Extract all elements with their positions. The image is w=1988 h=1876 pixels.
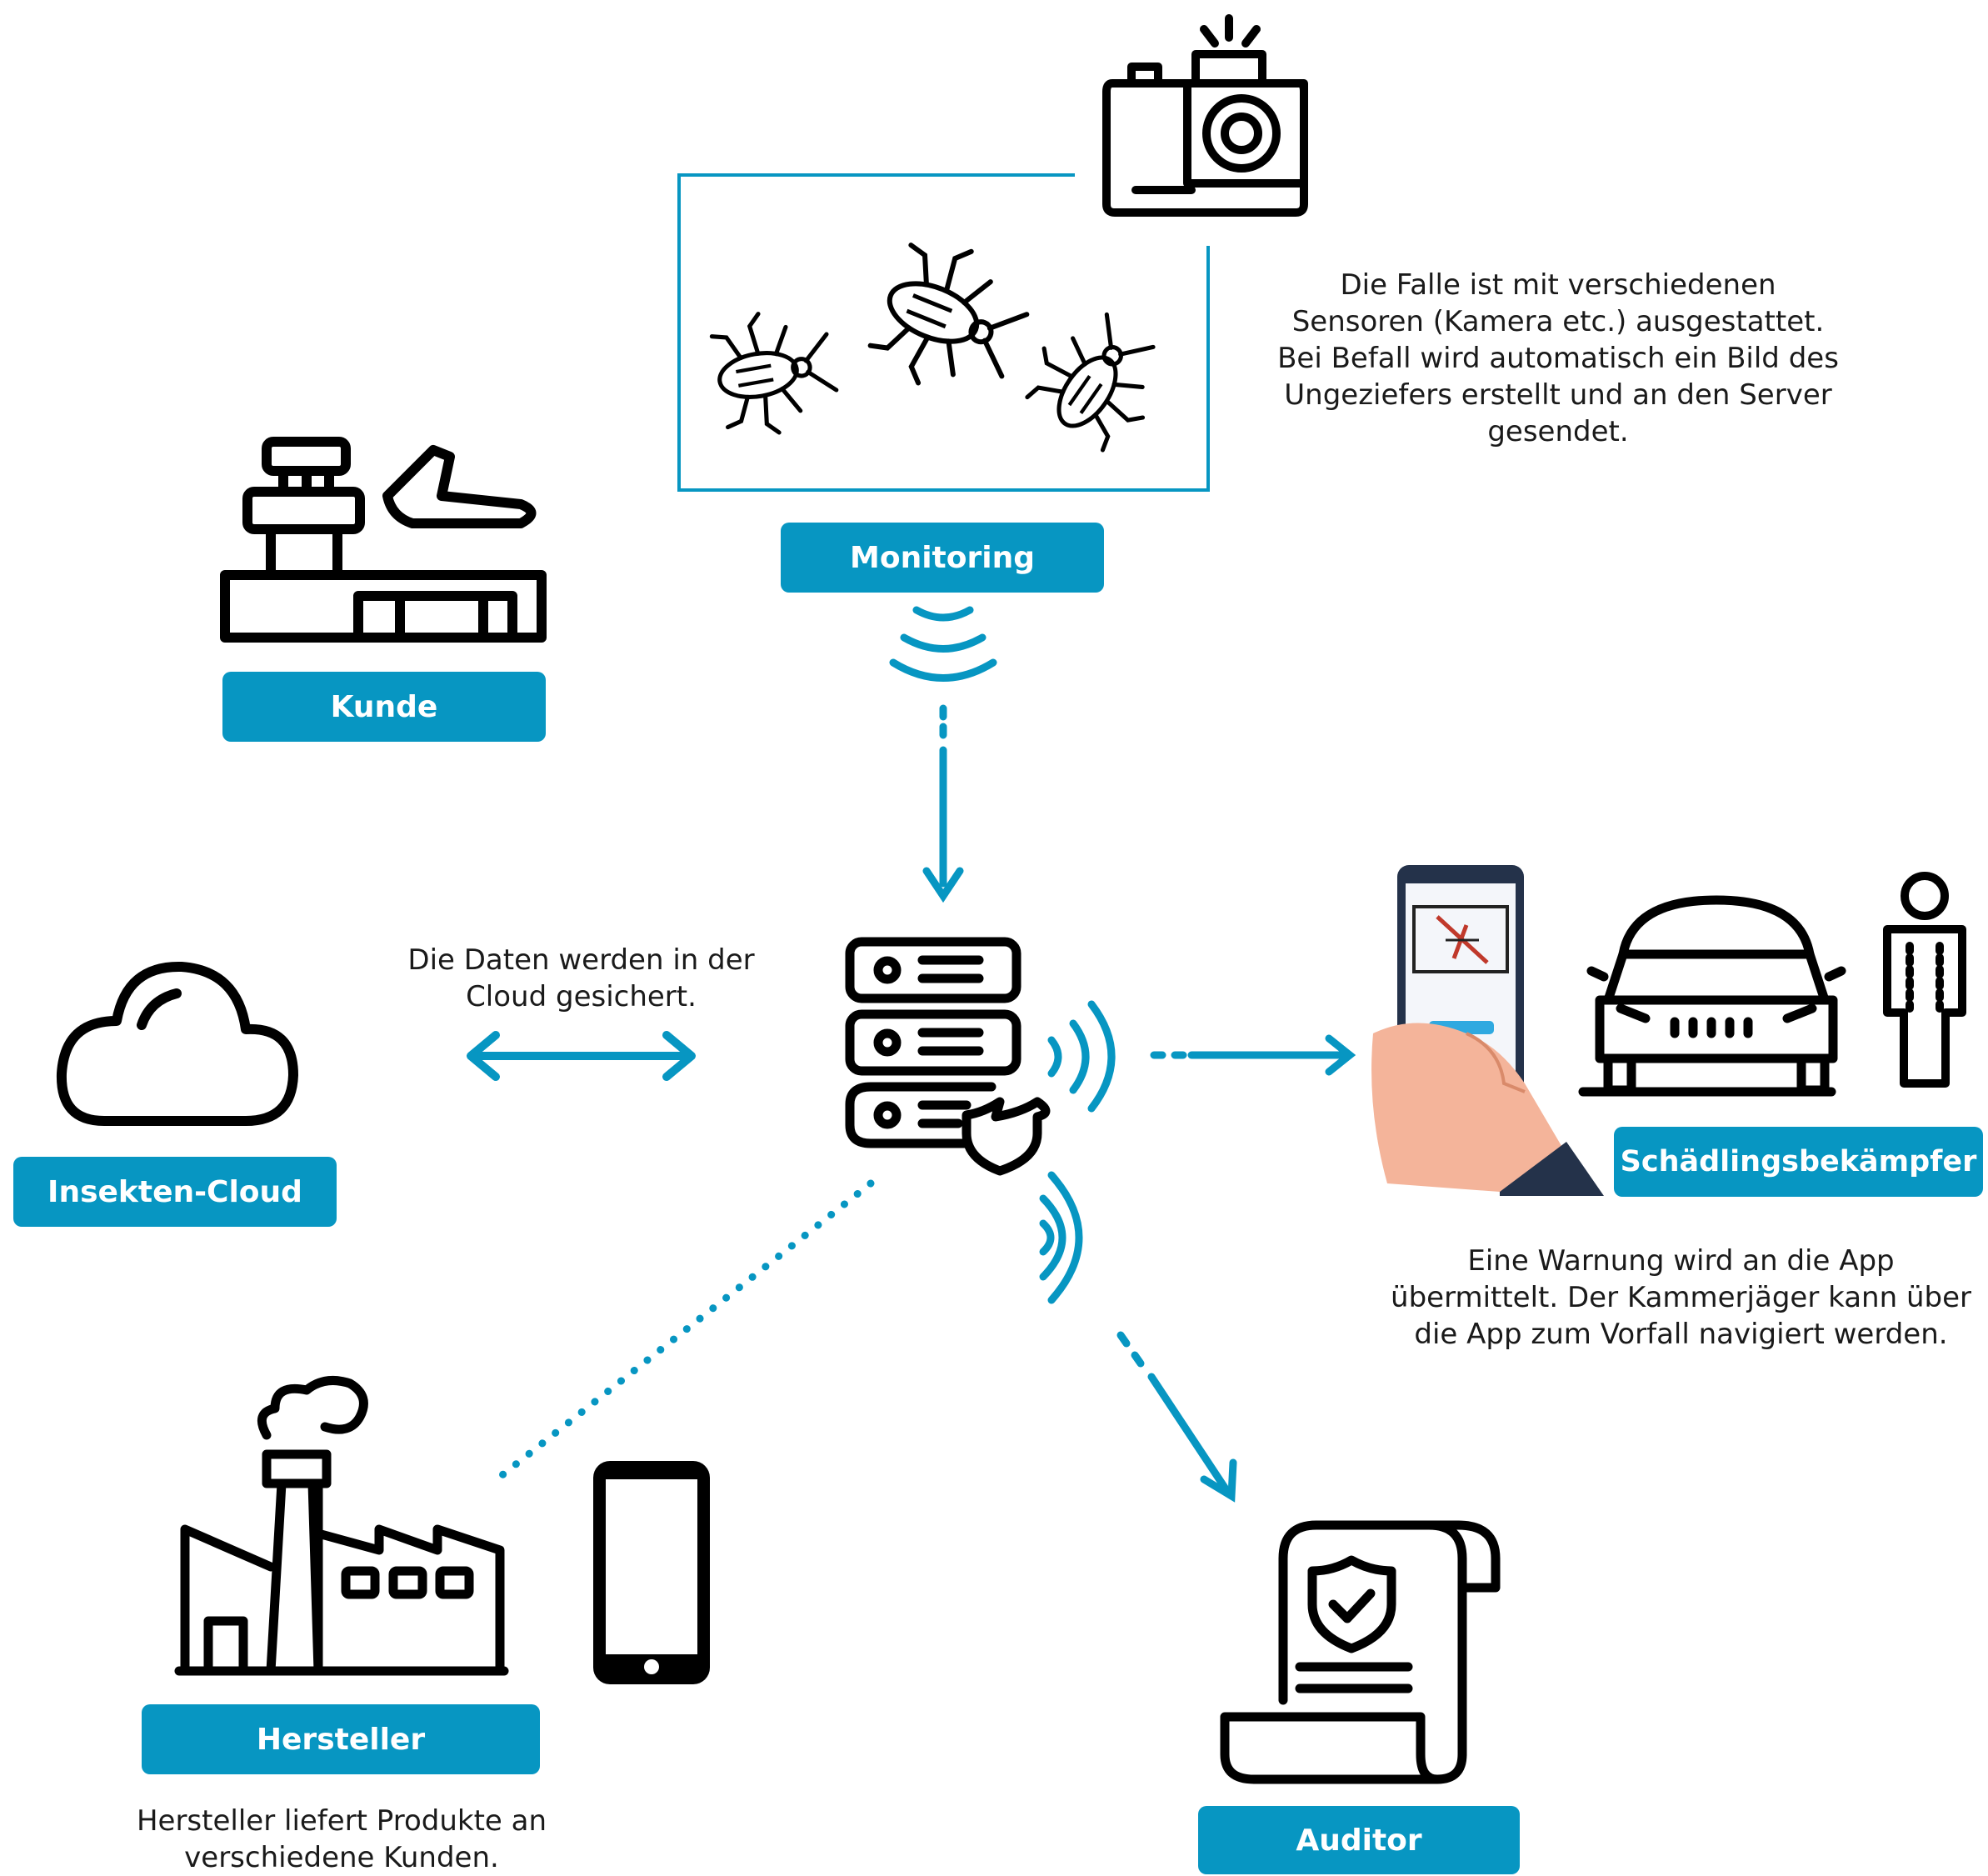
car-icon xyxy=(1578,895,1846,1097)
monitoring-description-line: Die Falle ist mit verschiedenen xyxy=(1340,268,1776,302)
cloud-description-line: Cloud gesichert. xyxy=(466,980,697,1013)
pest-control-description-line: Eine Warnung wird an die App xyxy=(1467,1244,1895,1278)
auditor-badge: Auditor xyxy=(1198,1806,1520,1874)
airport-icon xyxy=(220,437,547,643)
pest-control-description: Eine Warnung wird an die App übermittelt… xyxy=(1375,1243,1987,1353)
hersteller-description: Hersteller liefert Produkte an verschied… xyxy=(83,1803,600,1876)
monitoring-trap-frame xyxy=(677,173,1210,492)
cloud-description-line: Die Daten werden in der xyxy=(407,943,755,977)
cloud-icon xyxy=(56,961,298,1126)
cloud-sync-arrow xyxy=(467,1031,696,1081)
monitoring-description-line: Bei Befall wird automatisch ein Bild des xyxy=(1277,342,1839,375)
smartphone-icon xyxy=(593,1461,710,1684)
monitoring-badge: Monitoring xyxy=(781,523,1104,593)
schaedlingsbekaempfer-badge: Schädlingsbekämpfer xyxy=(1614,1127,1983,1197)
server-shield-icon xyxy=(845,937,1051,1176)
kunde-badge: Kunde xyxy=(222,672,546,742)
monitoring-description: Die Falle ist mit verschiedenen Sensoren… xyxy=(1254,267,1862,450)
factory-icon xyxy=(174,1375,509,1676)
hersteller-description-line: verschiedene Kunden. xyxy=(184,1841,499,1874)
monitoring-to-server-signal xyxy=(889,606,997,903)
hersteller-description-line: Hersteller liefert Produkte an xyxy=(136,1804,547,1838)
cockroach-icon xyxy=(709,230,1179,458)
person-icon xyxy=(1883,872,1966,1088)
camera-icon xyxy=(1102,14,1308,217)
server-to-manufacturer-dotted-link xyxy=(487,1179,875,1488)
insekten-cloud-badge: Insekten-Cloud xyxy=(13,1157,337,1227)
smartphone-app-icon xyxy=(1371,865,1604,1196)
server-to-pest-control-signal xyxy=(1047,1000,1356,1113)
cloud-description: Die Daten werden in der Cloud gesichert. xyxy=(383,942,779,1015)
server-to-auditor-signal xyxy=(1039,1171,1237,1503)
hersteller-badge: Hersteller xyxy=(142,1704,540,1774)
pest-control-description-line: übermittelt. Der Kammerjäger kann über xyxy=(1391,1281,1971,1314)
monitoring-description-line: gesendet. xyxy=(1487,415,1629,448)
monitoring-description-line: Sensoren (Kamera etc.) ausgestattet. xyxy=(1291,305,1825,338)
certificate-icon xyxy=(1220,1520,1501,1784)
monitoring-description-line: Ungeziefers erstellt und an den Server xyxy=(1284,378,1832,412)
pest-control-description-line: die App zum Vorfall navigiert werden. xyxy=(1414,1318,1948,1351)
